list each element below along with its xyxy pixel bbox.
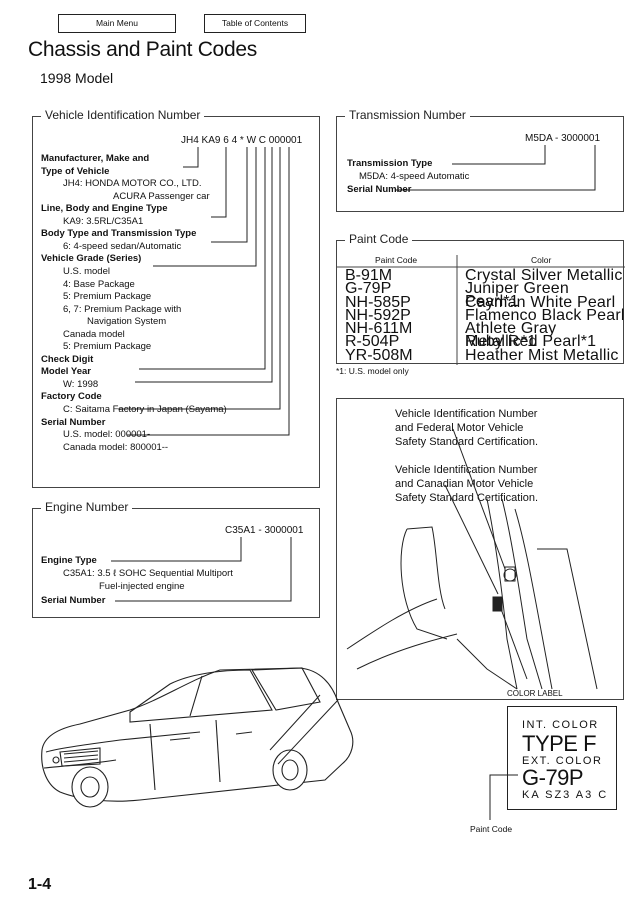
transmission-type-value: M5DA: 4-speed Automatic [359,171,470,182]
paint-col-code-header: Paint Code [375,255,418,265]
vin-code: JH4 KA9 6 4 * W C 000001 [181,135,303,146]
vin-line: 6, 7: Premium Package with [63,303,182,315]
vin-line: 5: Premium Package [63,291,152,303]
main-menu-button[interactable]: Main Menu [58,14,176,33]
color-label: INT. COLOR TYPE F EXT. COLOR G-79P KA SZ… [507,706,617,810]
vin-line: C: Saitama Factory in Japan (Sayama) [63,404,227,415]
paint-color-cell: Flamenco Black Pearl [465,306,625,324]
paint-code-cell: R-504P [345,333,400,351]
paint-row: B-91M Crystal Silver Metallic [337,267,625,284]
vin-line: U.S. model [63,265,110,277]
vin-line: Model Year [41,366,91,378]
vin-line: JH4: HONDA MOTOR CO., LTD. [63,178,202,190]
paint-row: NH-585P Cayman White Pearl [337,293,625,311]
transmission-section: Transmission Number M5DA - 3000001 Trans… [336,108,624,212]
vin-line: Navigation System [87,316,167,328]
paint-color-cell: Juniper Green Pearl*1 [465,280,569,311]
paint-code-cell: YR-508M [345,346,413,364]
vin-leader-lines [118,147,290,436]
paint-color-cell: Cayman White Pearl [465,293,616,311]
vin-line: KA9: 3.5RL/C35A1 [63,215,144,227]
paint-code-cell: NH-585P [345,293,411,311]
exterior-color-value: G-79P [522,765,584,790]
engine-section: Engine Number C35A1 - 3000001 Engine Typ… [32,500,320,618]
paint-code-section-title: Paint Code [345,232,413,246]
page-number: 1-4 [28,876,52,893]
vin-line: U.S. model: 000001- [63,429,151,441]
vin-line: ACURA Passenger car [113,190,210,202]
engine-serial-label: Serial Number [41,595,106,606]
paint-row: YR-508M Heather Mist Metallic [337,346,625,364]
vin-line: Body Type and Transmission Type [41,228,197,240]
vin-line: Check Digit [41,353,94,365]
paint-color-cell: Athlete Gray Metallic*1 [465,320,557,351]
paint-row: NH-592P Flamenco Black Pearl [337,306,625,324]
paint-row: NH-611M Athlete Gray Metallic*1 [337,320,625,350]
vin-line: 4: Base Package [63,278,135,290]
engine-leader-lines [111,537,292,602]
interior-color-label: INT. COLOR [522,719,599,731]
paint-row: R-504P Ruby Red Pearl*1 [337,333,625,351]
paint-code-cell: B-91M [345,267,393,284]
vin-line: Vehicle Grade (Series) [41,253,142,265]
vin-line: W: 1998 [63,378,99,390]
certification-section: Vehicle Identification Number and Federa… [336,398,624,700]
table-of-contents-button[interactable]: Table of Contents [204,14,306,33]
transmission-type-label: Transmission Type [347,158,433,169]
engine-section-title: Engine Number [41,500,133,514]
paint-col-color-header: Color [531,255,552,265]
paint-footnote: *1: U.S. model only [336,366,409,376]
vin-line: 5: Premium Package [63,341,152,353]
transmission-section-title: Transmission Number [345,108,470,122]
door-jamb-illustration [346,428,598,690]
paint-table-lines [337,255,625,365]
engine-type-value-2: Fuel-injected engine [99,581,185,592]
vin-line: Canada model: 800001-- [63,441,169,453]
car-illustration [41,667,354,808]
engine-type-label: Engine Type [41,555,97,566]
vin-line: Serial Number [41,416,106,428]
transmission-serial-label: Serial Number [347,184,412,195]
engine-code: C35A1 - 3000001 [225,525,304,536]
vin-line: Factory Code [41,391,102,403]
engine-type-value: C35A1: 3.5 ℓ SOHC Sequential Multiport [63,568,233,579]
paint-row: G-79P Juniper Green Pearl*1 [337,280,625,310]
paint-color-cell: Crystal Silver Metallic [465,267,623,284]
paint-code-cell: G-79P [345,280,392,298]
paint-color-cell: Heather Mist Metallic [465,346,619,364]
paint-code-cell: NH-592P [345,306,411,324]
vin-line: Canada model [63,328,125,340]
page-title: Chassis and Paint Codes [28,38,257,61]
exterior-color-label: EXT. COLOR [522,755,603,767]
transmission-code: M5DA - 3000001 [525,133,601,144]
vin-line: Line, Body and Engine Type [41,203,168,215]
color-label-caption: COLOR LABEL [507,689,563,698]
interior-color-value: TYPE F [522,731,597,756]
vin-line: Manufacturer, Make and [41,153,150,164]
model-code-line: KA SZ3 A3 C [522,789,609,801]
model-year: 1998 Model [40,70,114,86]
vin-line: 6: 4-speed sedan/Automatic [63,240,182,252]
paint-color-cell: Ruby Red Pearl*1 [465,333,597,351]
paint-code-section: Paint Code Paint Code Color B-91M Crystal… [336,232,625,365]
paint-code-cell: NH-611M [345,320,413,338]
us-certification-text: Vehicle Identification Number and Federa… [395,408,539,448]
vin-line: Type of Vehicle [41,165,110,177]
vin-section-title: Vehicle Identification Number [41,108,205,122]
transmission-leader-lines [395,145,596,191]
vin-section: Vehicle Identification Number JH4 KA9 6 … [32,108,320,488]
paint-code-caption: Paint Code [470,824,513,834]
